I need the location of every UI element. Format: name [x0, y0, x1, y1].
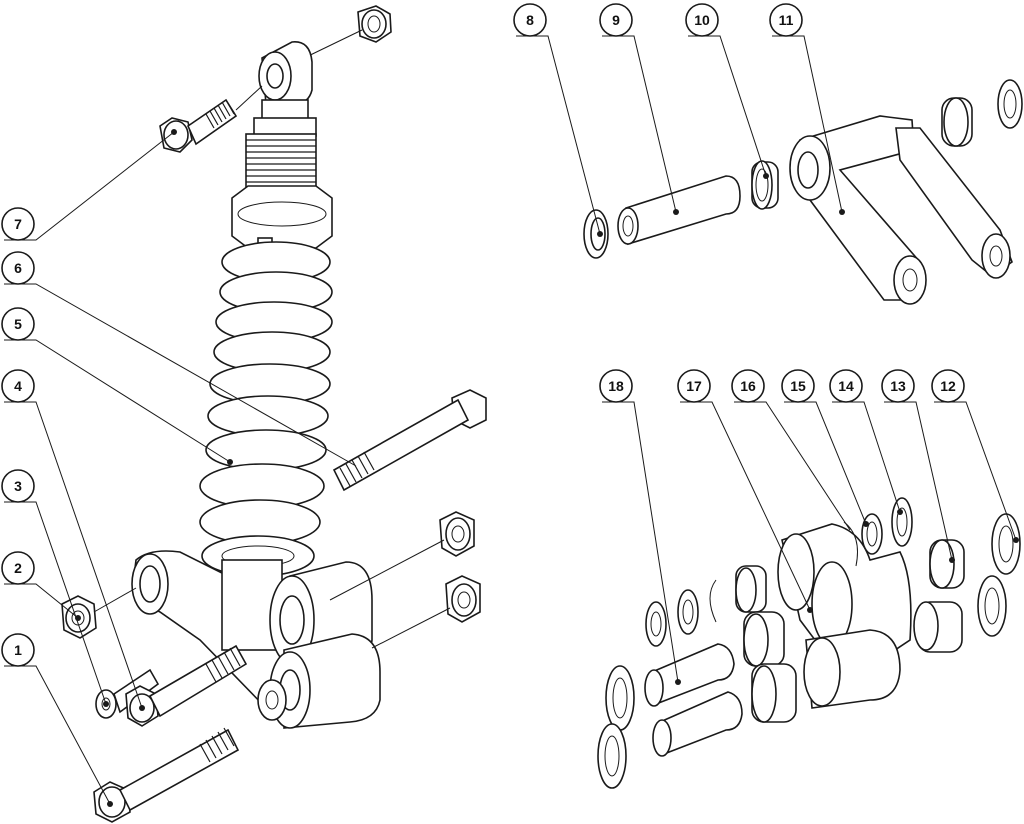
seal-part-14	[891, 497, 913, 547]
callout-8: 8	[513, 3, 547, 37]
seal-part-12	[977, 513, 1021, 637]
callout-9: 9	[599, 3, 633, 37]
svg-text:18: 18	[608, 378, 624, 394]
callout-3: 3	[1, 469, 35, 503]
callout-6: 6	[1, 251, 35, 285]
svg-text:14: 14	[838, 378, 854, 394]
bearing-part-13	[913, 539, 965, 653]
callout-4: 4	[1, 369, 35, 403]
svg-text:17: 17	[686, 378, 702, 394]
svg-text:13: 13	[890, 378, 906, 394]
seal-top-right	[997, 79, 1023, 129]
svg-text:4: 4	[14, 378, 22, 394]
sleeve-part-9	[617, 175, 741, 246]
callout-5: 5	[1, 307, 35, 341]
bearing-top-right	[941, 97, 973, 147]
shock-threaded-body	[231, 133, 333, 249]
callout-14: 14	[829, 369, 863, 403]
lower-bolt	[93, 727, 240, 823]
rocker-link-assembly	[597, 497, 1021, 789]
svg-text:5: 5	[14, 316, 22, 332]
callout-18: 18	[599, 369, 633, 403]
callout-7: 7	[1, 207, 35, 241]
svg-text:10: 10	[694, 12, 710, 28]
nut-right-upper	[439, 511, 475, 557]
callout-12: 12	[931, 369, 965, 403]
shock-absorber-assembly	[61, 5, 487, 823]
rocker-part-17	[777, 523, 912, 709]
svg-text:6: 6	[14, 260, 22, 276]
svg-text:11: 11	[779, 12, 794, 28]
top-bolt	[159, 85, 263, 153]
callout-16: 16	[731, 369, 765, 403]
cross-bolt-upper	[332, 389, 487, 492]
svg-text:15: 15	[790, 378, 806, 394]
callout-17: 17	[677, 369, 711, 403]
linkage-bushing-blocks	[257, 561, 381, 729]
svg-text:7: 7	[14, 216, 22, 232]
callout-15: 15	[781, 369, 815, 403]
left-seals-rocker	[597, 565, 797, 789]
top-eye-mount	[253, 41, 317, 137]
callout-11: 11	[769, 3, 803, 37]
svg-text:2: 2	[14, 560, 22, 576]
svg-text:3: 3	[14, 478, 22, 494]
washer-part-15	[861, 513, 883, 555]
bearing-part-10	[751, 160, 779, 210]
sleeve-part-18	[644, 643, 743, 757]
svg-text:8: 8	[526, 12, 534, 28]
callout-10: 10	[685, 3, 719, 37]
nut-right-lower	[445, 575, 481, 623]
dogbone-part-11	[789, 115, 1013, 305]
svg-text:12: 12	[940, 378, 956, 394]
leader-dots	[75, 129, 1019, 807]
svg-text:16: 16	[740, 378, 756, 394]
callout-1: 1	[1, 633, 35, 667]
svg-text:1: 1	[14, 642, 22, 658]
coil-spring	[199, 241, 333, 577]
callout-2: 2	[1, 551, 35, 585]
top-nut	[357, 5, 392, 43]
svg-text:9: 9	[612, 12, 620, 28]
callouts: 7 6 5 4 3 2 1 8 9 10 11 18 17 16 15 14 1…	[1, 3, 965, 667]
dogbone-link-assembly	[583, 79, 1023, 305]
callout-13: 13	[881, 369, 915, 403]
